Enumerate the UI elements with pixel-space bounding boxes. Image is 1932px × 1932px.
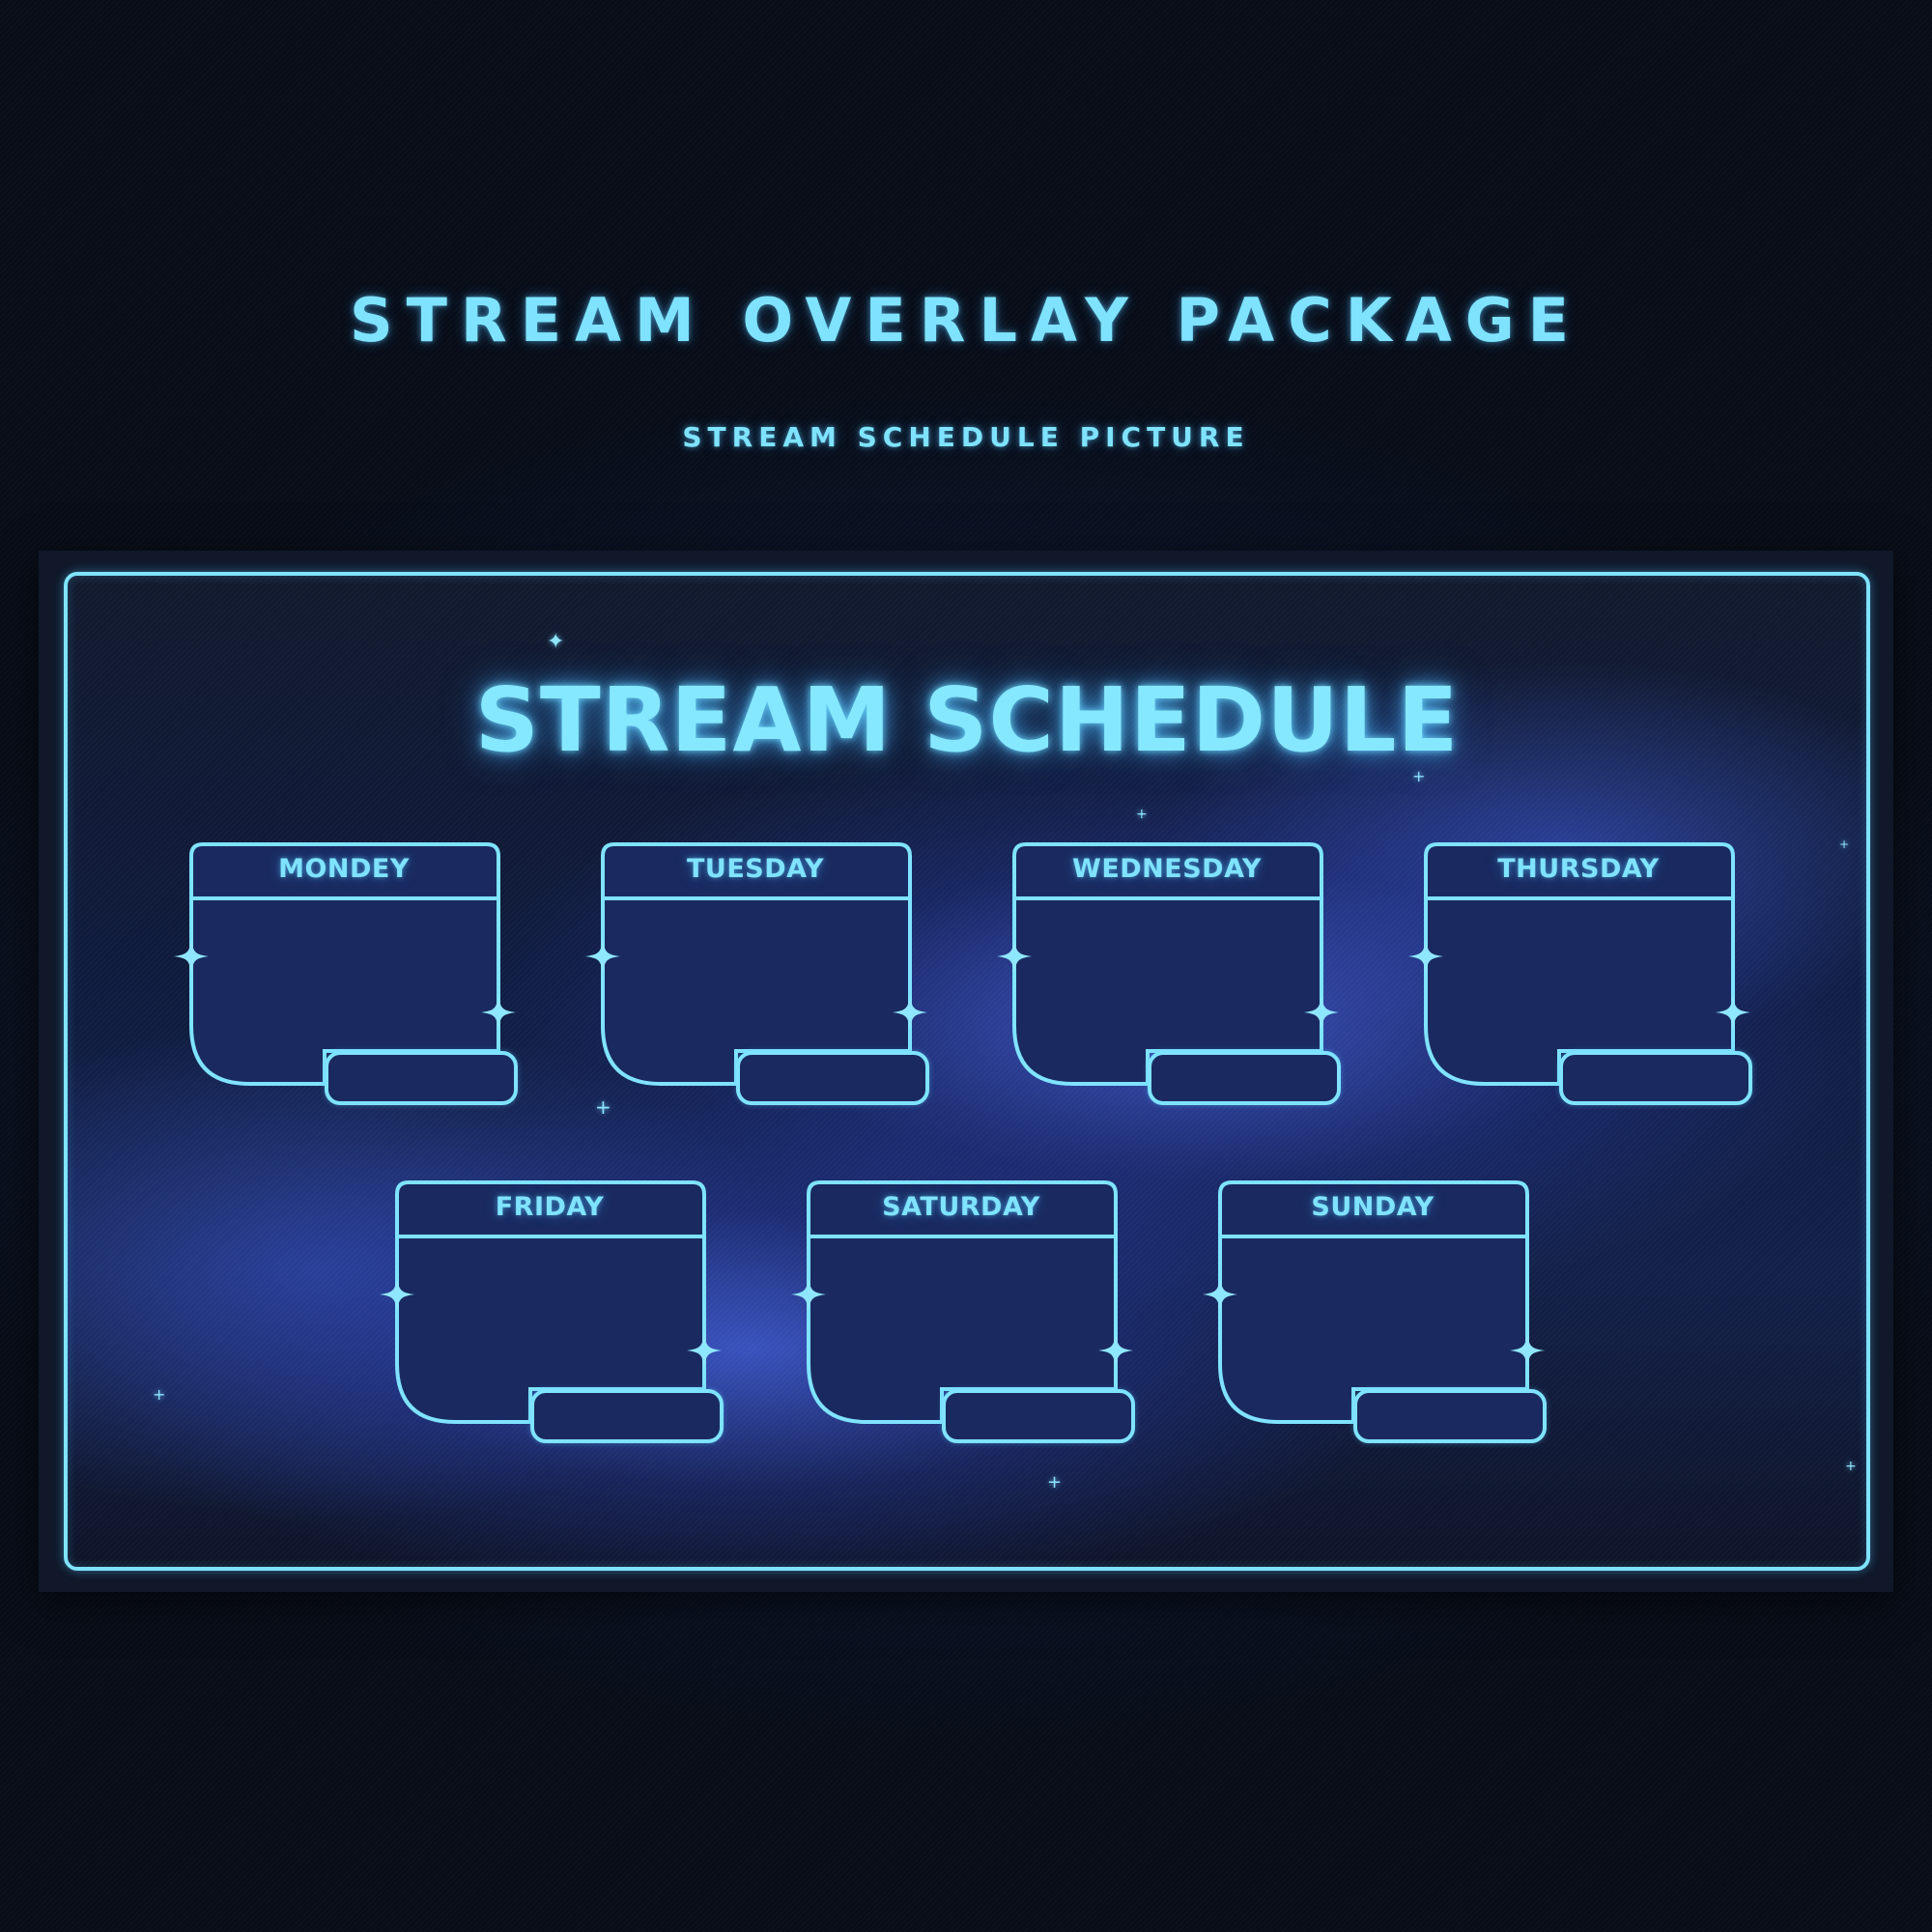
day-card-outline bbox=[1424, 842, 1735, 1086]
star-icon: + bbox=[1136, 807, 1148, 822]
day-card-wednesday: WEDNESDAY bbox=[997, 842, 1346, 1108]
schedule-frame: ✦ + + + + + + + STREAM SCHEDULE MONDEY T… bbox=[64, 572, 1870, 1571]
sparkle-icon bbox=[1716, 995, 1750, 1030]
day-card-sunday: SUNDAY bbox=[1203, 1180, 1551, 1446]
star-icon: + bbox=[1412, 767, 1426, 785]
star-icon: + bbox=[1839, 838, 1850, 851]
time-slot-saturday[interactable] bbox=[942, 1389, 1135, 1443]
star-icon: + bbox=[153, 1385, 166, 1404]
sparkle-icon bbox=[687, 1333, 722, 1368]
time-slot-wednesday[interactable] bbox=[1148, 1051, 1341, 1105]
star-icon: ✦ bbox=[547, 630, 565, 654]
sparkle-icon bbox=[174, 939, 209, 974]
day-label-friday: FRIDAY bbox=[495, 1192, 605, 1222]
day-label-saturday: SATURDAY bbox=[882, 1192, 1040, 1222]
schedule-title: STREAM SCHEDULE bbox=[474, 668, 1460, 772]
sparkle-icon bbox=[380, 1277, 414, 1312]
sparkle-icon bbox=[1203, 1277, 1237, 1312]
day-card-saturday: SATURDAY bbox=[791, 1180, 1140, 1446]
package-title: STREAM OVERLAY PACKAGE bbox=[350, 285, 1582, 355]
day-card-outline bbox=[395, 1180, 706, 1424]
day-card-outline bbox=[601, 842, 912, 1086]
sparkle-icon bbox=[1510, 1333, 1545, 1368]
day-card-outline bbox=[807, 1180, 1118, 1424]
day-label-tuesday: TUESDAY bbox=[686, 854, 824, 884]
day-card-outline bbox=[1218, 1180, 1529, 1424]
sparkle-icon bbox=[1304, 995, 1339, 1030]
day-label-sunday: SUNDAY bbox=[1311, 1192, 1435, 1222]
package-subtitle: STREAM SCHEDULE PICTURE bbox=[682, 421, 1250, 453]
day-card-monday: MONDEY bbox=[174, 842, 523, 1108]
day-card-friday: FRIDAY bbox=[380, 1180, 728, 1446]
day-card-thursday: THURSDAY bbox=[1408, 842, 1757, 1108]
star-icon: + bbox=[595, 1095, 611, 1119]
time-slot-sunday[interactable] bbox=[1353, 1389, 1547, 1443]
sparkle-icon bbox=[1098, 1333, 1133, 1368]
day-card-outline bbox=[189, 842, 500, 1086]
star-icon: + bbox=[1047, 1472, 1063, 1492]
star-icon: + bbox=[1845, 1459, 1857, 1474]
day-label-monday: MONDEY bbox=[278, 854, 410, 884]
sparkle-icon bbox=[1408, 939, 1443, 974]
day-label-wednesday: WEDNESDAY bbox=[1072, 854, 1262, 884]
time-slot-monday[interactable] bbox=[325, 1051, 518, 1105]
sparkle-icon bbox=[585, 939, 620, 974]
sparkle-icon bbox=[893, 995, 927, 1030]
sparkle-icon bbox=[481, 995, 516, 1030]
sparkle-icon bbox=[791, 1277, 826, 1312]
day-card-outline bbox=[1012, 842, 1323, 1086]
day-card-tuesday: TUESDAY bbox=[585, 842, 934, 1108]
time-slot-tuesday[interactable] bbox=[736, 1051, 929, 1105]
time-slot-friday[interactable] bbox=[530, 1389, 724, 1443]
schedule-preview-card: ✦ + + + + + + + STREAM SCHEDULE MONDEY T… bbox=[39, 551, 1893, 1592]
time-slot-thursday[interactable] bbox=[1559, 1051, 1752, 1105]
day-label-thursday: THURSDAY bbox=[1497, 854, 1660, 884]
sparkle-icon bbox=[997, 939, 1032, 974]
